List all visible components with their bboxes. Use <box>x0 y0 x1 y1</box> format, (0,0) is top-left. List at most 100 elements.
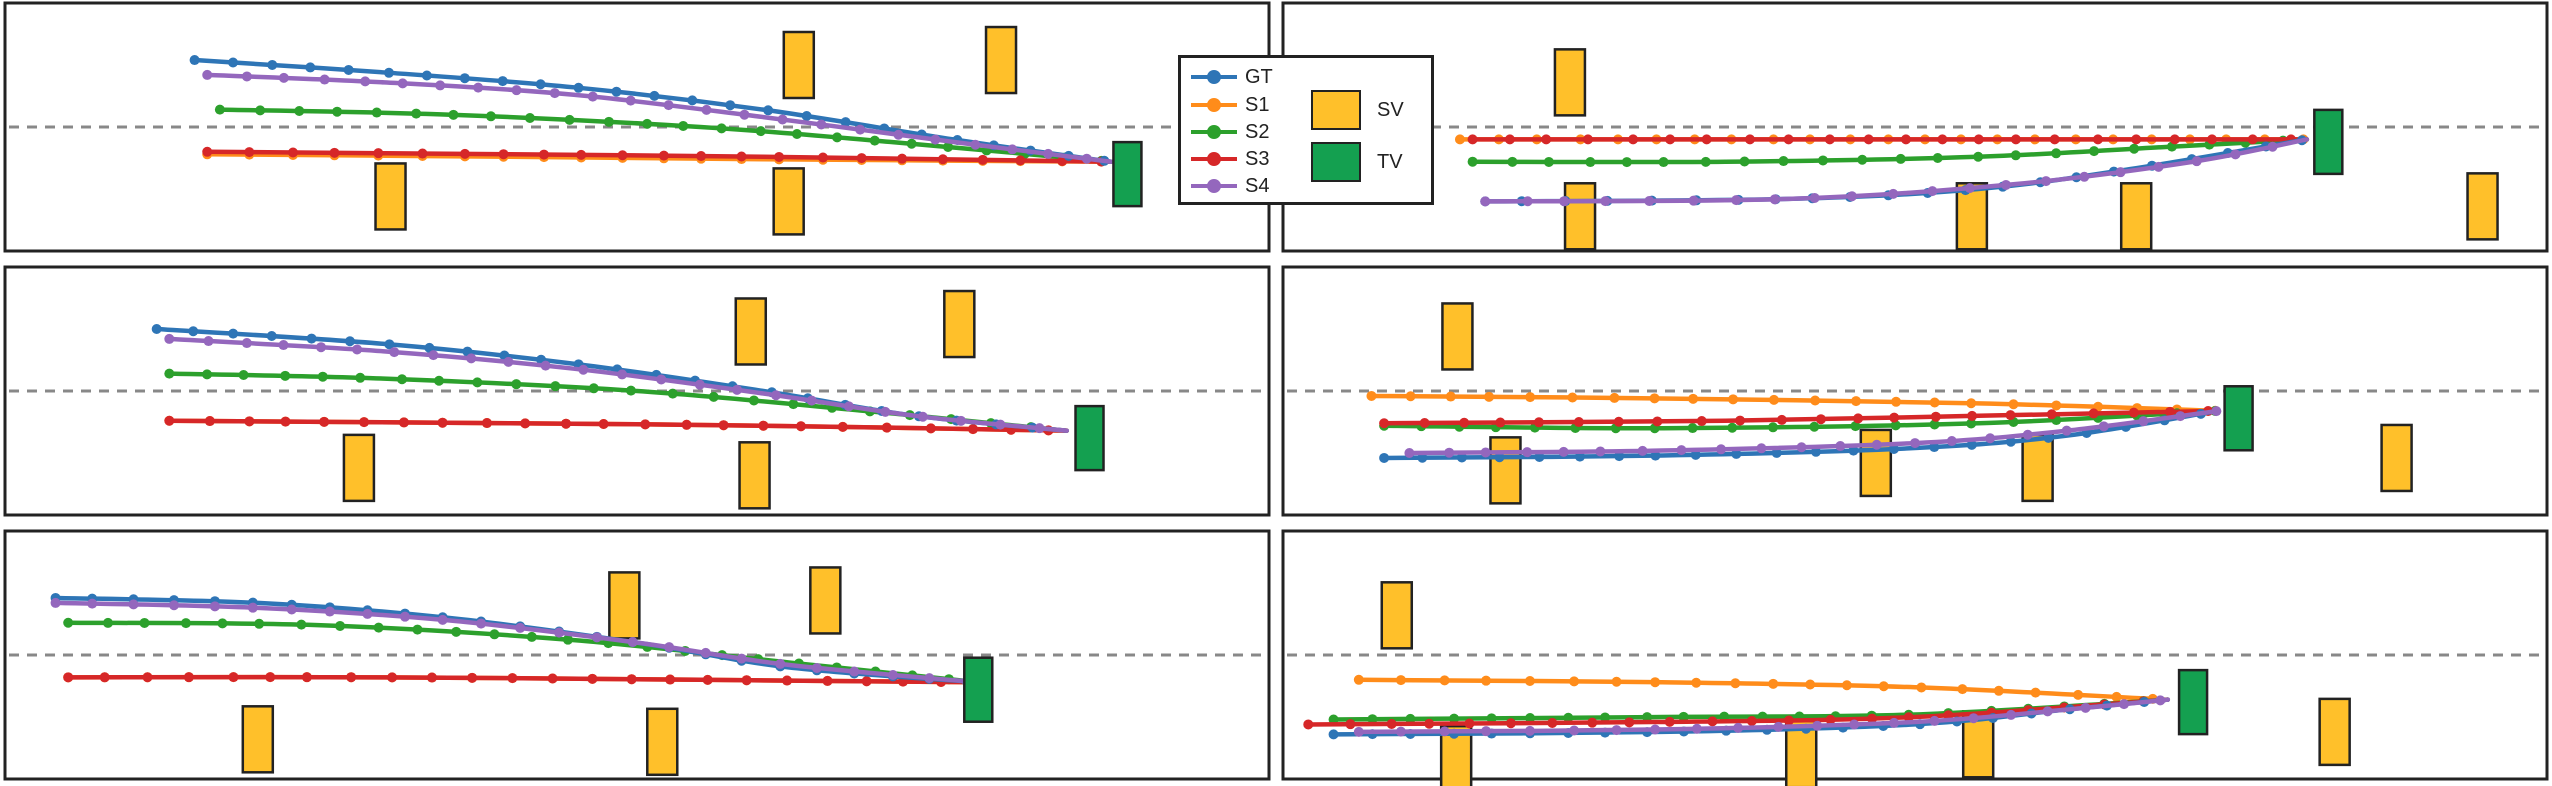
trajectory-s3-point-13 <box>681 419 692 430</box>
trajectory-s4-point-10 <box>437 614 448 625</box>
trajectory-s3-point-9 <box>520 418 531 429</box>
trajectory-s3-point-20 <box>861 676 872 687</box>
trajectory-s3-point-14 <box>626 674 637 685</box>
trajectory-s1-point-6 <box>1611 676 1622 687</box>
legend-entry-s2: S2 <box>1191 119 1269 145</box>
trajectory-s1-point-13 <box>1891 396 1902 407</box>
trajectory-s4-point-14 <box>2041 176 2052 187</box>
trajectory-s4-point-12 <box>515 622 526 633</box>
trajectory-s2-point-16 <box>832 132 843 143</box>
trajectory-s2-point-8 <box>524 112 535 123</box>
trajectory-s1-point-3 <box>1481 675 1492 686</box>
trajectory-s4-point-10 <box>1888 188 1899 199</box>
trajectory-s1-point-4 <box>1525 392 1536 403</box>
trajectory-s2-point-15 <box>2051 148 2062 159</box>
trajectory-s3-point-9 <box>1735 415 1746 426</box>
trajectory-s3-point-9 <box>1664 716 1675 727</box>
trajectory-s4-point-7 <box>428 350 439 361</box>
trajectory-s2-point-5 <box>254 618 265 629</box>
trajectory-s2-point-0 <box>214 104 225 115</box>
trajectory-s3-point-3 <box>329 147 340 158</box>
trajectory-gt-point-6 <box>1614 451 1625 462</box>
trajectory-gt-point-17 <box>2043 432 2054 443</box>
trajectory-s3-point-16 <box>795 421 806 432</box>
trajectory-s2-point-14 <box>755 126 766 137</box>
trajectory-s4-point-1 <box>1395 726 1406 737</box>
trajectory-s2-point-12 <box>678 120 689 131</box>
trajectory-s2-point-4 <box>317 371 328 382</box>
trajectory-s2-point-14 <box>1929 419 1940 430</box>
trajectory-s4-point-20 <box>970 139 981 150</box>
trajectory-s4-point-3 <box>1522 447 1533 458</box>
trajectory-s3-point-8 <box>538 149 549 160</box>
trajectory-gt-point-0 <box>1379 452 1390 463</box>
trajectory-s4-point-21 <box>849 666 860 677</box>
trajectory-s4-point-10 <box>540 360 551 371</box>
trajectory-s2-point-1 <box>1507 156 1518 167</box>
trajectory-s4-point-0 <box>1404 448 1415 458</box>
trajectory-s4-point-10 <box>1796 442 1807 453</box>
trajectory-s3-point-1 <box>1504 134 1515 145</box>
trajectory-s4-point-6 <box>1731 195 1742 206</box>
trajectory-s3-point-6 <box>301 672 312 683</box>
trajectory-s4-point-18 <box>2191 156 2202 167</box>
trajectory-gt-point-2 <box>1456 452 1467 463</box>
tv-vehicle <box>2177 668 2209 736</box>
trajectory-s1-point-11 <box>1805 679 1816 690</box>
trajectory-s4-point-5 <box>1569 725 1580 736</box>
trajectory-s4-point-21 <box>2211 406 2222 417</box>
trajectory-s3 <box>1381 408 2221 426</box>
trajectory-s4-point-19 <box>2230 149 2241 160</box>
trajectory-s4-point-18 <box>843 401 854 412</box>
trajectory-s3-point-17 <box>741 675 752 686</box>
trajectory-s2-point-10 <box>451 626 462 637</box>
trajectory-gt-point-13 <box>687 95 698 106</box>
trajectory-s4-point-2 <box>1439 726 1450 737</box>
tv-vehicle <box>963 656 994 723</box>
trajectory-s2-point-7 <box>1600 712 1611 723</box>
trajectory-s3-point-16 <box>856 153 867 164</box>
trajectory-s4-point-12 <box>617 369 628 380</box>
trajectory-s4-point-4 <box>360 76 371 87</box>
trajectory-s3-point-13 <box>1825 714 1836 725</box>
trajectory-s4-point-20 <box>811 662 822 673</box>
trajectory-s3-point-15 <box>817 152 828 163</box>
trajectory-s4-point-16 <box>770 390 781 401</box>
trajectory-s1-point-12 <box>1851 396 1862 407</box>
trajectory-s3-point-20 <box>967 424 978 435</box>
trajectory-s2-point-10 <box>550 381 561 392</box>
trajectory-s4-point-16 <box>2115 167 2126 178</box>
trajectory-gt-point-0 <box>1328 729 1339 740</box>
trajectory-s2-point-7 <box>434 375 445 386</box>
tv-vehicle <box>2313 108 2344 176</box>
sv-vehicle-3 <box>1784 719 1818 786</box>
trajectory-s2-point-4 <box>1486 713 1497 724</box>
trajectory-s4-point-12 <box>1964 183 1975 194</box>
trajectory-s3-point-1 <box>99 672 110 683</box>
trajectory-s4-point-17 <box>855 124 866 135</box>
trajectory-s4-point-17 <box>2042 706 2053 717</box>
trajectory-s4-point-0 <box>164 333 175 344</box>
trajectory-s2-point-13 <box>562 634 573 645</box>
trajectory-s4-point-18 <box>2080 702 2091 713</box>
trajectory-s4-point-19 <box>930 134 941 145</box>
trajectory-s3-point-3 <box>1424 718 1435 729</box>
legend-marker-s1 <box>1191 92 1237 118</box>
sv-vehicle-5 <box>2466 172 2499 241</box>
trajectory-s3-point-6 <box>398 417 409 428</box>
trajectory-s4-point-9 <box>1846 191 1857 202</box>
trajectory-s3-point-2 <box>1459 417 1470 428</box>
trajectory-s3-point-10 <box>467 672 478 683</box>
trajectory-gt-point-2 <box>267 59 278 70</box>
trajectory-s4-point-22 <box>995 419 1006 430</box>
trajectory-s1-point-12 <box>1841 680 1852 691</box>
trajectory-s4-point-15 <box>1985 433 1996 444</box>
trajectory-s3-point-14 <box>2010 134 2021 145</box>
trajectory-s2-point-15 <box>748 395 759 406</box>
trajectory-s3-point-18 <box>2169 134 2180 145</box>
trajectory-s2-point-3 <box>1449 713 1460 724</box>
trajectory-s4-point-20 <box>2267 141 2278 152</box>
trajectory-s3-point-10 <box>1776 414 1787 425</box>
trajectory-s3-point-9 <box>1824 134 1835 145</box>
trajectory-s2-point-6 <box>1563 712 1574 723</box>
